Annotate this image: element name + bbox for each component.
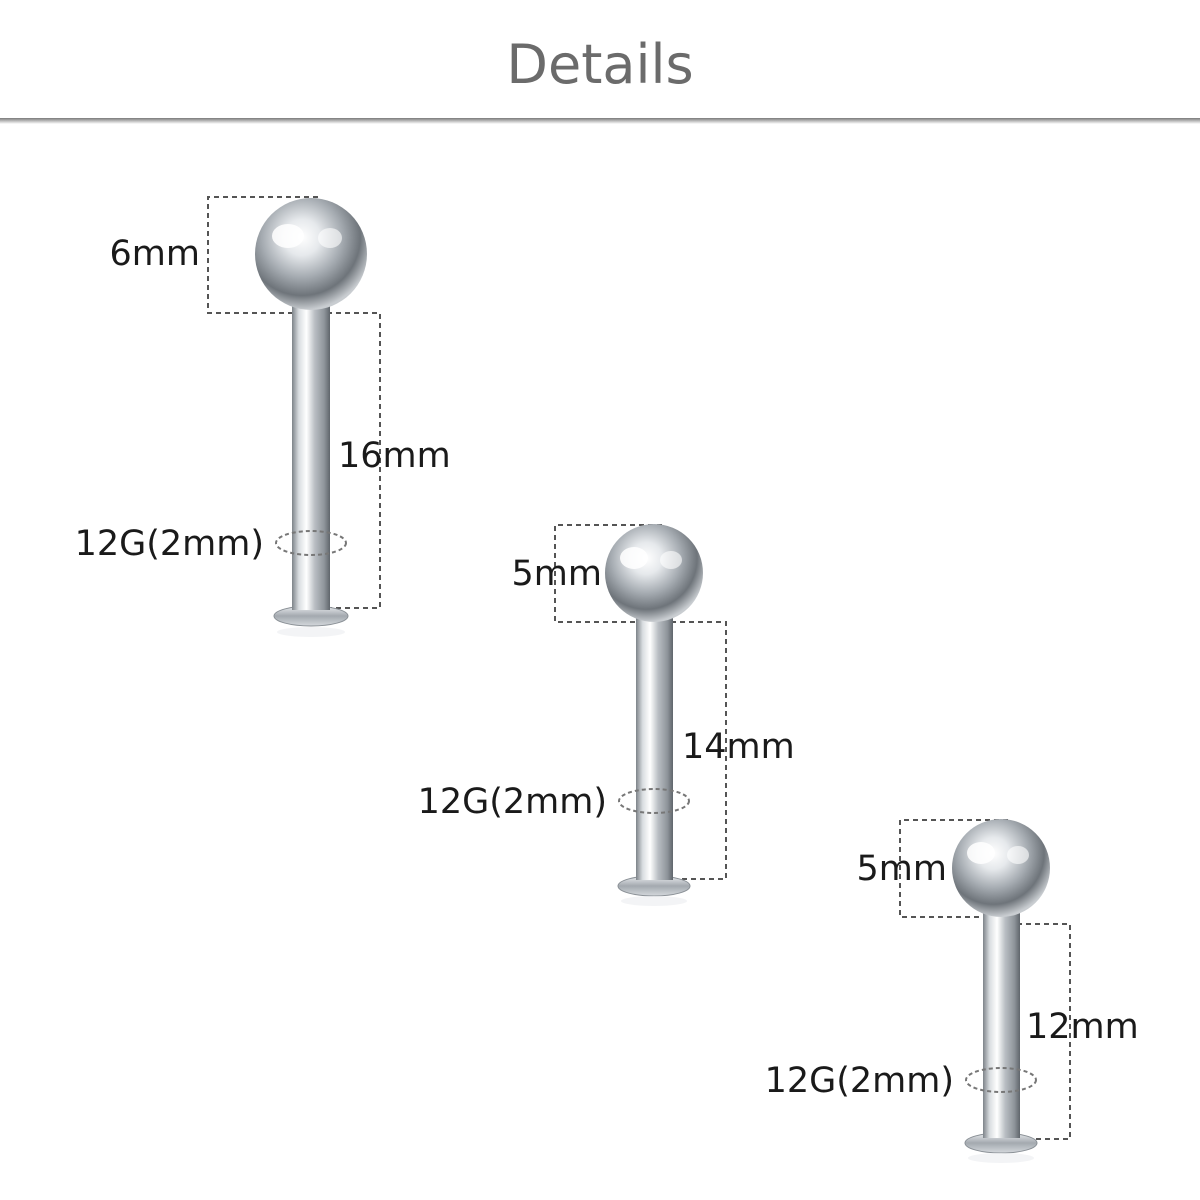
ball-dimension-bracket — [899, 819, 1008, 918]
gauge-ring — [965, 1067, 1037, 1093]
gauge-label: 12G(2mm) — [765, 1061, 954, 1101]
labret-stud-large: 6mm 16mm 12G(2mm) — [75, 196, 451, 637]
ball-top — [952, 819, 1050, 917]
ball-highlight-2 — [1007, 846, 1029, 864]
ball-highlight-2 — [318, 228, 342, 248]
ball-highlight-2 — [660, 551, 682, 569]
ball-highlight — [620, 547, 648, 569]
disc-reflection — [277, 627, 345, 637]
disc-reflection — [621, 896, 687, 906]
shaft — [636, 610, 673, 880]
gauge-ring — [618, 788, 690, 814]
disc-reflection — [968, 1153, 1034, 1163]
gauge-label: 12G(2mm) — [75, 524, 264, 564]
gauge-ring — [275, 530, 347, 556]
labret-stud-medium: 5mm 14mm 12G(2mm) — [418, 524, 795, 906]
length-dimension-bracket — [318, 312, 381, 609]
shaft — [983, 906, 1020, 1138]
ball-top — [605, 524, 703, 622]
ball-size-label: 5mm — [512, 554, 602, 594]
header-divider — [0, 118, 1200, 124]
length-dimension-bracket — [662, 621, 727, 880]
ball-highlight — [967, 842, 995, 864]
ball-dimension-bracket — [207, 196, 318, 314]
length-label: 12mm — [1026, 1007, 1139, 1047]
ball-size-label: 5mm — [857, 849, 947, 889]
length-label: 14mm — [682, 727, 795, 767]
length-label: 16mm — [338, 436, 451, 476]
length-dimension-bracket — [1008, 923, 1071, 1140]
gauge-label: 12G(2mm) — [418, 782, 607, 822]
ball-dimension-bracket — [554, 524, 662, 623]
ball-size-label: 6mm — [110, 234, 200, 274]
ball-highlight — [272, 224, 304, 248]
ball-top — [255, 198, 367, 310]
page-title: Details — [506, 33, 693, 96]
shaft — [292, 298, 330, 610]
labret-stud-small: 5mm 12mm 12G(2mm) — [765, 819, 1139, 1163]
